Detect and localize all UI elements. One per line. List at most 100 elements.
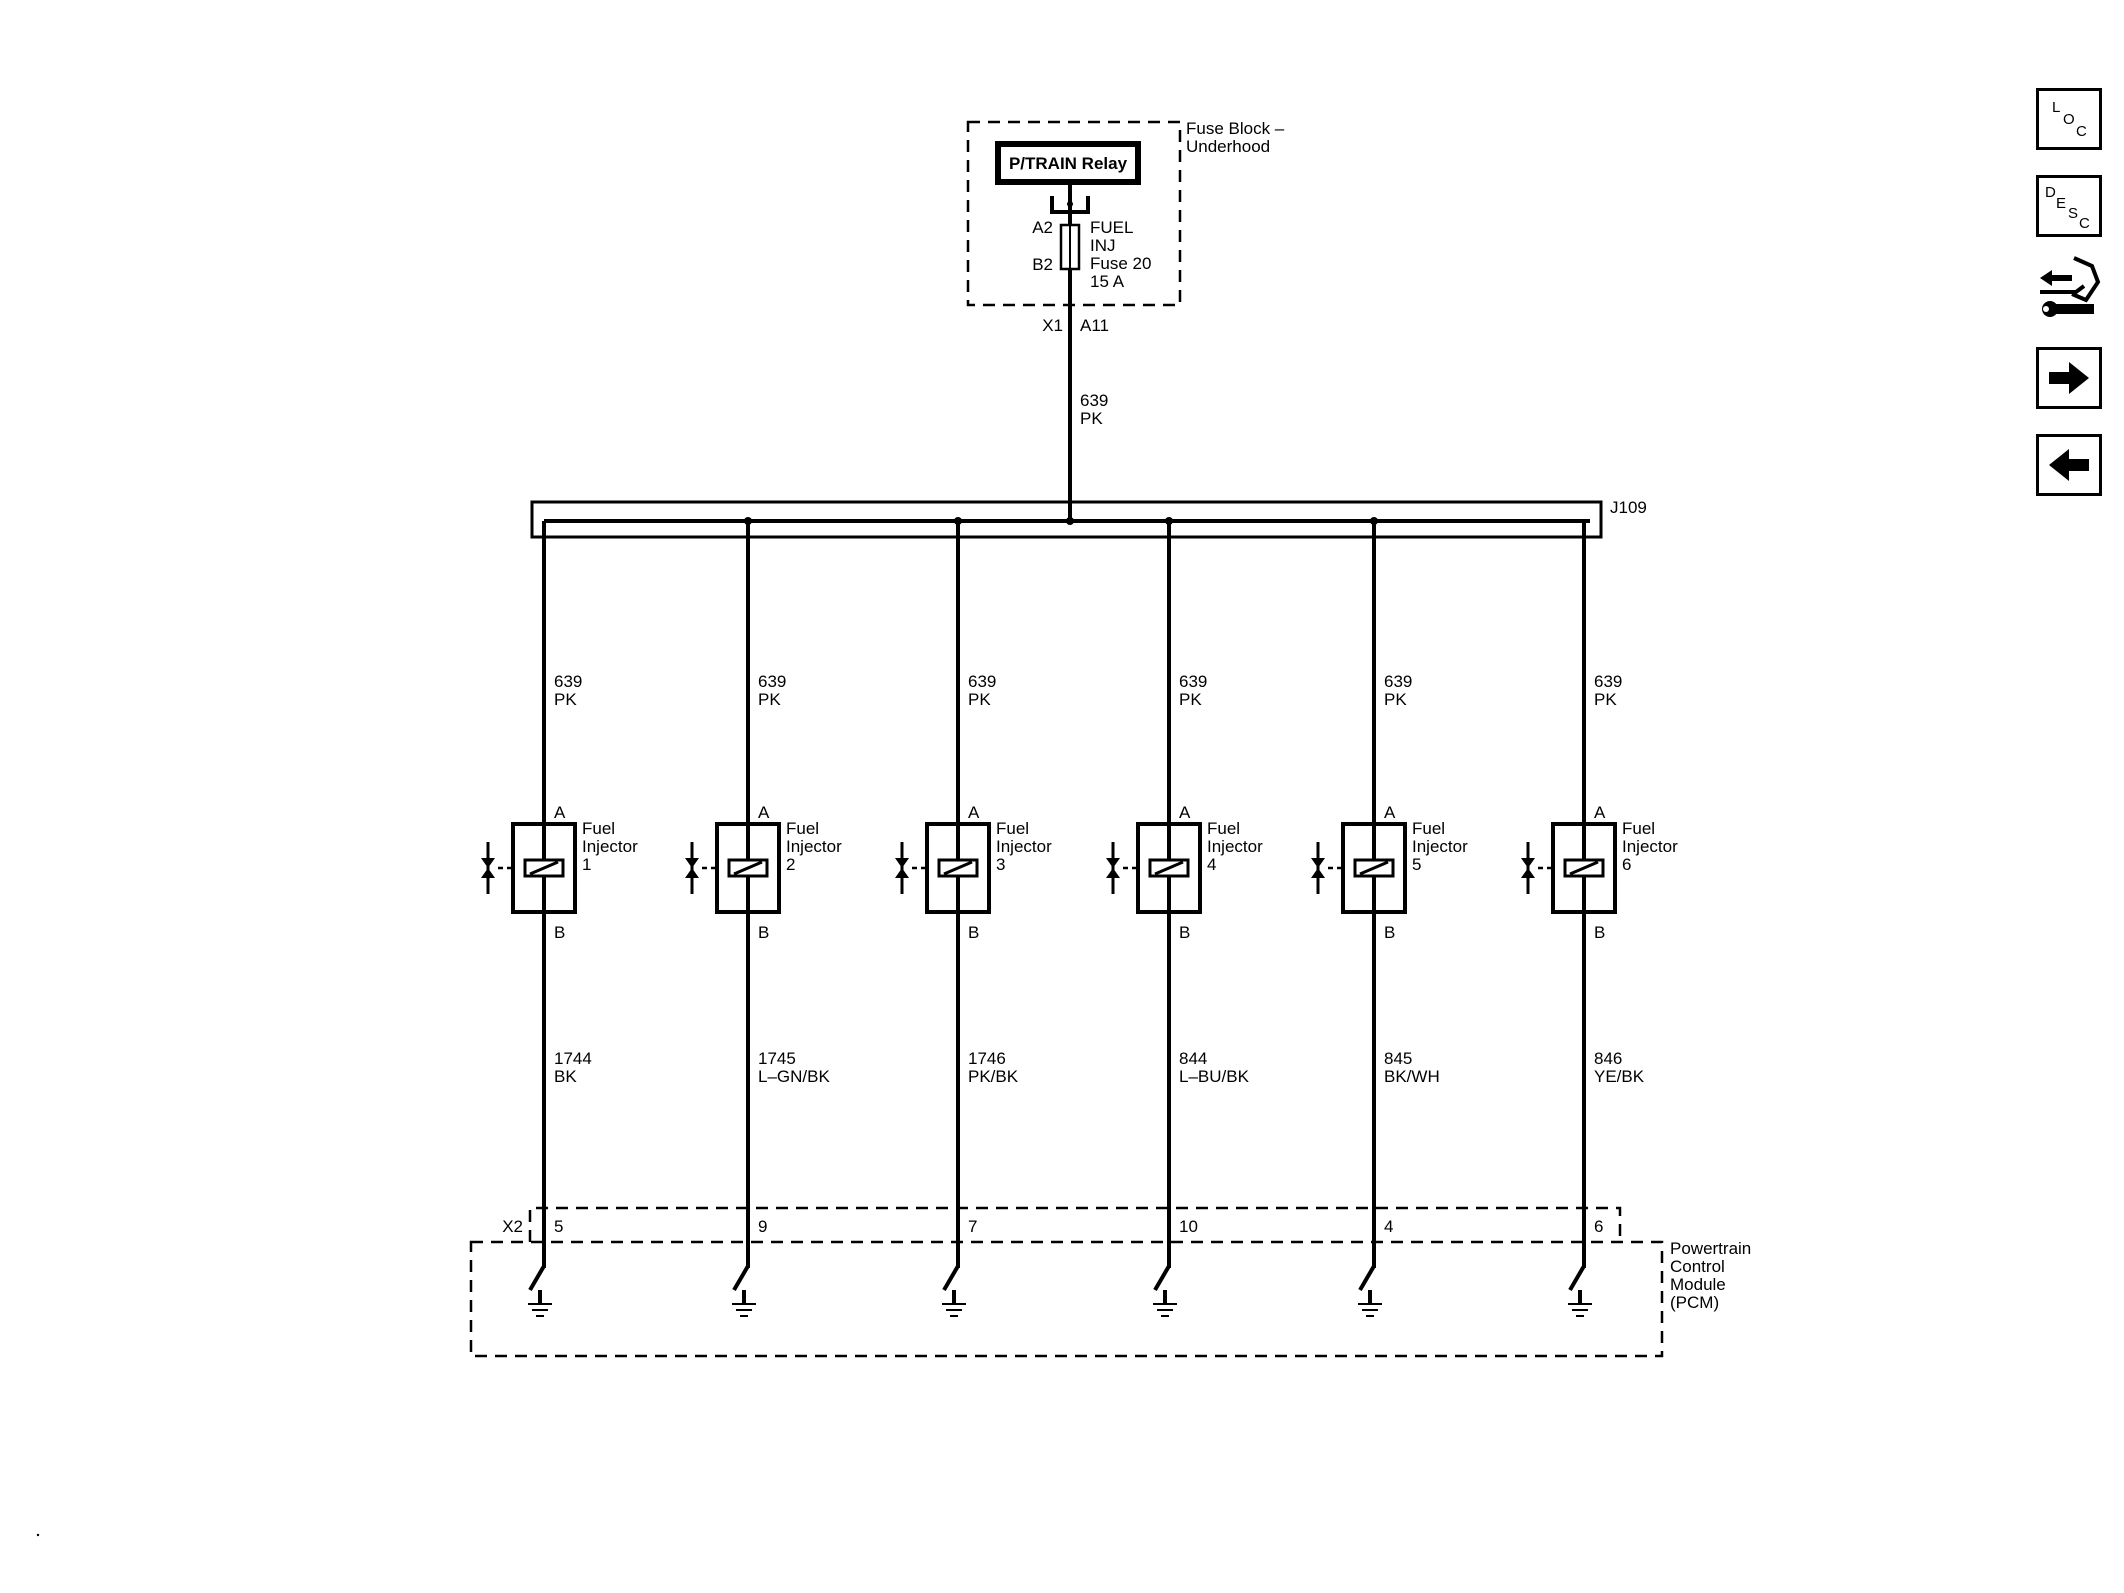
supply-circuit-4: 639 [1179,672,1207,691]
pcm-name-2: Control [1670,1257,1725,1276]
driver-switch-3 [942,1264,960,1292]
injector-name-2-5: Injector [1412,837,1468,856]
injector-pin-b-2: B [758,923,769,942]
driver-switch-1 [528,1264,546,1292]
control-color-6: YE/BK [1594,1067,1645,1086]
previous-arrow-icon [2049,449,2089,481]
next-button[interactable] [2036,347,2102,409]
ptrain-relay-label: P/TRAIN Relay [1009,154,1128,173]
connector-tool-button[interactable] [2036,252,2102,332]
control-color-3: PK/BK [968,1067,1019,1086]
fuse-label-4: 15 A [1090,272,1125,291]
control-circuit-6: 846 [1594,1049,1622,1068]
description-button[interactable]: D E S C [2036,175,2102,237]
injector-name-1-3: Fuel [996,819,1029,838]
pcm-pin-6: 6 [1594,1217,1603,1236]
injector-coil-slash-6 [1569,860,1599,876]
corner-dot [36,1533,40,1537]
injector-coil-slash-1 [529,860,559,876]
supply-color-4: PK [1179,690,1202,709]
control-circuit-2: 1745 [758,1049,796,1068]
splice-dot-5 [1370,517,1378,525]
injector-pin-b-4: B [1179,923,1190,942]
supply-circuit-6: 639 [1594,672,1622,691]
loc-letter-l: L [2052,99,2060,116]
loc-letter-c: C [2076,123,2087,140]
valve-top-icon-5 [1311,858,1325,868]
injector-name-2-1: Injector [582,837,638,856]
splice-dot-3 [954,517,962,525]
feed-wire: 639 PK [1068,305,1108,522]
fuse-block-connector-x1: X1 [1042,316,1063,335]
desc-letter-e: E [2056,195,2066,212]
valve-bottom-icon-3 [895,868,909,878]
valve-top-icon-4 [1106,858,1120,868]
fuse-label-3: Fuse 20 [1090,254,1151,273]
valve-top-icon-2 [685,858,699,868]
valve-bottom-icon-1 [481,868,495,878]
next-arrow-icon [2049,362,2089,394]
fuse-label-2: INJ [1090,236,1116,255]
valve-bottom-icon-5 [1311,868,1325,878]
supply-circuit-2: 639 [758,672,786,691]
supply-circuit-3: 639 [968,672,996,691]
injector-number-1: 1 [582,855,591,874]
injector-pin-a-5: A [1384,803,1396,822]
fuse-label-1: FUEL [1090,218,1133,237]
fuse-block-underhood: Fuse Block – Underhood P/TRAIN Relay A2 … [966,119,1285,335]
control-circuit-5: 845 [1384,1049,1412,1068]
previous-button[interactable] [2036,434,2102,496]
fuse-block-connector-pin-a11: A11 [1080,316,1109,335]
supply-color-3: PK [968,690,991,709]
driver-switch-6 [1568,1264,1586,1292]
injector-pin-b-5: B [1384,923,1395,942]
control-color-1: BK [554,1067,577,1086]
pcm-name-4: (PCM) [1670,1293,1719,1312]
injector-coil-slash-5 [1359,860,1389,876]
fuse-pin-a2: A2 [1032,218,1053,237]
injector-name-2-2: Injector [786,837,842,856]
injector-name-1-5: Fuel [1412,819,1445,838]
injector-name-1-2: Fuel [786,819,819,838]
injector-coil-slash-2 [733,860,763,876]
injector-coil-slash-4 [1154,860,1184,876]
supply-color-1: PK [554,690,577,709]
valve-bottom-icon-2 [685,868,699,878]
injector-name-2-3: Injector [996,837,1052,856]
fuse-block-outline [966,120,1182,307]
splice-dot-2 [744,517,752,525]
loc-letter-o: O [2063,111,2075,128]
splice-dot-4 [1165,517,1173,525]
splice-feed-dot [1066,517,1074,525]
injector-pin-a-2: A [758,803,770,822]
fuse-block-title-1: Fuse Block – [1186,119,1285,138]
location-button[interactable]: L O C [2036,88,2102,150]
pcm-pin-5: 4 [1384,1217,1393,1236]
valve-bottom-icon-6 [1521,868,1535,878]
driver-switch-5 [1358,1264,1376,1292]
injector-name-1-6: Fuel [1622,819,1655,838]
feed-wire-color: PK [1080,409,1103,428]
injector-name-2-6: Injector [1622,837,1678,856]
fuse-pin-b2: B2 [1032,255,1053,274]
injector-number-5: 5 [1412,855,1421,874]
supply-circuit-5: 639 [1384,672,1412,691]
injector-columns: 639PKABFuelInjector11744BK5639PKABFuelIn… [481,517,1678,1317]
supply-color-5: PK [1384,690,1407,709]
injector-number-6: 6 [1622,855,1631,874]
injector-name-2-4: Injector [1207,837,1263,856]
control-circuit-4: 844 [1179,1049,1207,1068]
injector-number-2: 2 [786,855,795,874]
injector-pin-a-3: A [968,803,980,822]
description-icon: D E S C [2045,184,2090,232]
injector-coil-slash-3 [943,860,973,876]
injector-pin-a-6: A [1594,803,1606,822]
fuse-block-title-2: Underhood [1186,137,1270,156]
desc-letter-c: C [2079,215,2090,232]
relay-junction-dot [1067,201,1073,207]
injector-pin-a-1: A [554,803,566,822]
